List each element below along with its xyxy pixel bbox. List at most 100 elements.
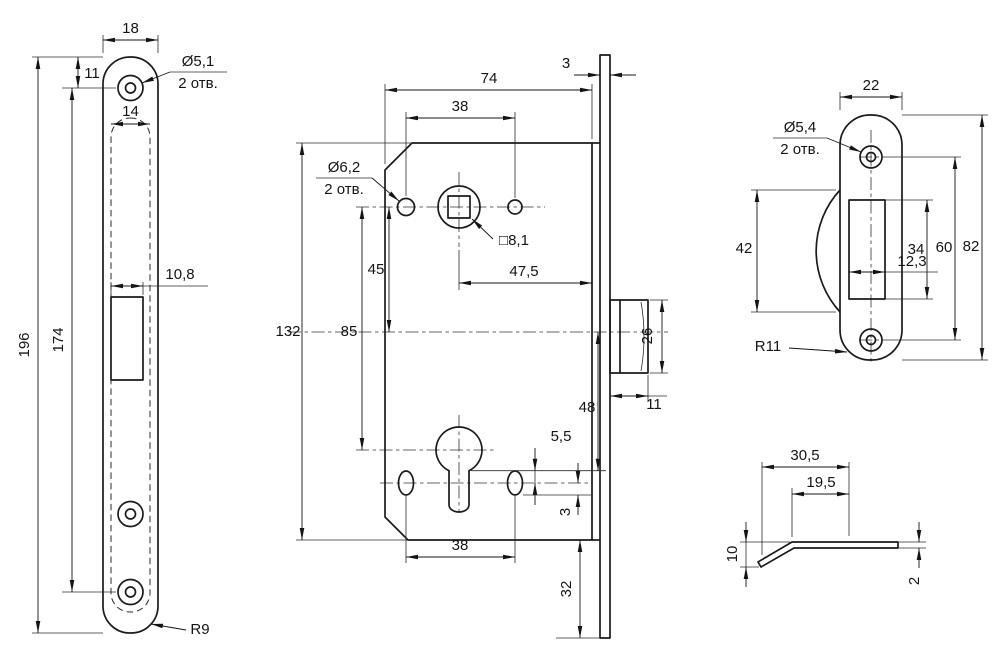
dim-text: 3: [562, 55, 570, 72]
dim-hole-spacing: 174: [50, 88, 116, 593]
dim-text: 60: [936, 239, 953, 256]
dim-text: 3: [557, 508, 574, 516]
dim-text: 10: [724, 546, 741, 563]
strike-plate-outline: [839, 114, 903, 361]
faceplate-bottom-hole-counterbore: [117, 578, 144, 606]
strike-bottom-hole-counterbore: [859, 328, 883, 352]
dim-profile-overall-width: 30,5: [761, 447, 850, 555]
bottom-slot-left: [397, 470, 415, 496]
square-size-text: □8,1: [499, 232, 529, 249]
dim-bottom-hole-spacing: 38: [405, 496, 516, 563]
dim-opening-width: 12,3: [849, 253, 938, 275]
dim-text: 34: [908, 241, 925, 258]
dim-text: 19,5: [806, 474, 835, 491]
hole-qty-text: 2 отв.: [324, 181, 364, 198]
dim-strike-total-height: 82: [902, 114, 988, 361]
dim-spindle-to-cylinder: 85: [341, 207, 365, 450]
callout-strike-holes: Ø5,4 2 отв.: [773, 119, 862, 158]
callout-body-holes: Ø6,2 2 отв.: [316, 159, 400, 202]
dim-text: 38: [452, 98, 469, 115]
dim-text: 42: [736, 240, 753, 257]
faceplate-latch-cutout: [110, 296, 144, 381]
lock-body-outline: [384, 142, 593, 541]
dim-strike-hole-spacing: 60: [883, 156, 961, 341]
dim-latch-face-height: 26: [639, 299, 668, 374]
faceplate-top-hole: [124, 82, 137, 94]
faceplate-top-hole-counterbore: [117, 74, 144, 102]
dim-body-width: 74: [384, 70, 593, 164]
view-lock-body: 74 38 3 Ø6,2 2 отв. □8,1 47,5: [275, 54, 668, 639]
view-faceplate-front: 18 11 14 Ø5,1 2 отв. 10,8 196: [16, 20, 227, 638]
dim-top-hole-spacing: 38: [405, 98, 516, 198]
body-hole-right: [507, 199, 523, 215]
dim-slot-end-offset: 3: [523, 463, 592, 516]
hole-dia-text: Ø5,1: [182, 53, 215, 70]
dim-total-height: 196: [16, 57, 103, 634]
dim-thickness: 2: [899, 522, 926, 585]
view-strike-plate: 22 Ø5,4 2 отв. 42 34 60: [736, 77, 988, 365]
latch-bolt-curve: [640, 301, 645, 372]
faceplate-edge-view: [599, 54, 611, 639]
dim-text: 85: [341, 323, 358, 340]
dim-text: 11: [84, 65, 100, 82]
callout-faceplate-holes: Ø5,1 2 отв.: [141, 53, 227, 92]
strike-profile-outline: [757, 541, 899, 568]
dim-text: 132: [275, 323, 300, 340]
dim-text: 14: [122, 103, 139, 120]
dim-profile-flat-width: 19,5: [791, 474, 849, 537]
strike-bent-tab: [815, 189, 841, 313]
dim-text: 74: [481, 70, 498, 87]
spindle-square-hole: [447, 195, 471, 219]
view-strike-profile: 30,5 19,5 10 2: [724, 447, 926, 587]
hole-dia-text: Ø5,4: [784, 119, 817, 136]
strike-bottom-hole: [865, 334, 877, 346]
dim-text: 48: [579, 399, 596, 416]
dim-inner-width: 14: [111, 103, 150, 127]
leader-line: [826, 137, 862, 153]
faceplate-recess-dashed: [110, 117, 151, 613]
spindle-follower: [437, 185, 481, 229]
dim-latch-projection: 11: [610, 375, 667, 413]
leader-line: [141, 71, 171, 84]
dim-spindle-to-centerline: 45: [368, 207, 392, 332]
callout-strike-radius: R11: [755, 338, 848, 355]
radius-text: R9: [190, 621, 209, 638]
dim-text: 5,5: [551, 428, 572, 445]
dim-latch-cutout-width: 10,8: [110, 266, 208, 295]
body-hole-left: [396, 197, 416, 217]
strike-top-hole-counterbore: [859, 145, 883, 169]
dim-text: 26: [639, 328, 656, 345]
dim-strike-width: 22: [839, 77, 903, 110]
dim-text: 45: [368, 261, 385, 278]
dim-text: 11: [646, 396, 662, 413]
dim-text: 196: [16, 332, 33, 357]
radius-text: R11: [755, 338, 781, 355]
callout-corner-radius: R9: [150, 621, 210, 638]
dim-lip-drop: 10: [724, 522, 790, 587]
dim-text: 2: [906, 577, 923, 585]
leader-line: [471, 218, 494, 240]
euro-cylinder-hole: [435, 426, 483, 513]
dim-text: 30,5: [790, 447, 819, 464]
leader-line: [371, 177, 400, 202]
dim-slot-offset: 5,5: [532, 428, 572, 505]
latch-bolt: [609, 299, 649, 374]
dim-faceplate-thickness: 3: [562, 55, 636, 78]
dim-faceplate-overhang: 32: [556, 540, 600, 639]
hole-qty-text: 2 отв.: [780, 141, 820, 158]
dim-centerline-to-shoulder: 48: [471, 332, 606, 472]
callout-spindle-square: □8,1: [471, 218, 529, 249]
dim-text: 47,5: [509, 263, 538, 280]
faceplate-mid-hole-counterbore: [117, 500, 144, 528]
faceplate-outline: [102, 56, 159, 634]
dim-text: 10,8: [165, 266, 194, 283]
faceplate-mid-hole: [124, 508, 137, 520]
hole-dia-text: Ø6,2: [328, 159, 361, 176]
strike-opening: [848, 199, 886, 300]
leader-line: [150, 623, 187, 631]
faceplate-bottom-hole: [124, 586, 137, 598]
dim-tab-height: 42: [736, 189, 836, 313]
dim-text: 32: [558, 581, 575, 598]
